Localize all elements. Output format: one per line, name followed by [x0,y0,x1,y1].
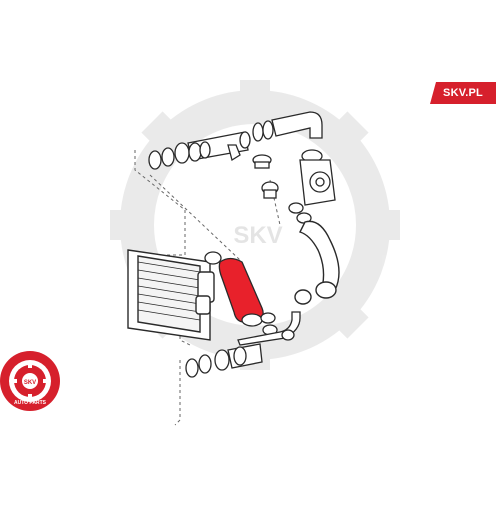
upper-right-pipe [252,111,336,206]
brand-badge: SKV.PL [430,82,496,104]
brand-label: SKV.PL [443,87,483,99]
lower-charge-pipe [185,311,301,378]
upper-charge-pipe [148,131,251,170]
intercooler-hose-highlighted [204,251,264,327]
watermark-text: SKV [233,222,282,249]
intercooler [127,249,215,341]
turbo-outlet-hose [294,220,340,305]
seal-inner-text: SKV [24,380,36,386]
seal-text: AUTO PARTS [14,400,47,406]
brand-badge-shape [430,82,496,104]
auto-parts-seal-icon: SKV AUTO PARTS [0,351,60,411]
